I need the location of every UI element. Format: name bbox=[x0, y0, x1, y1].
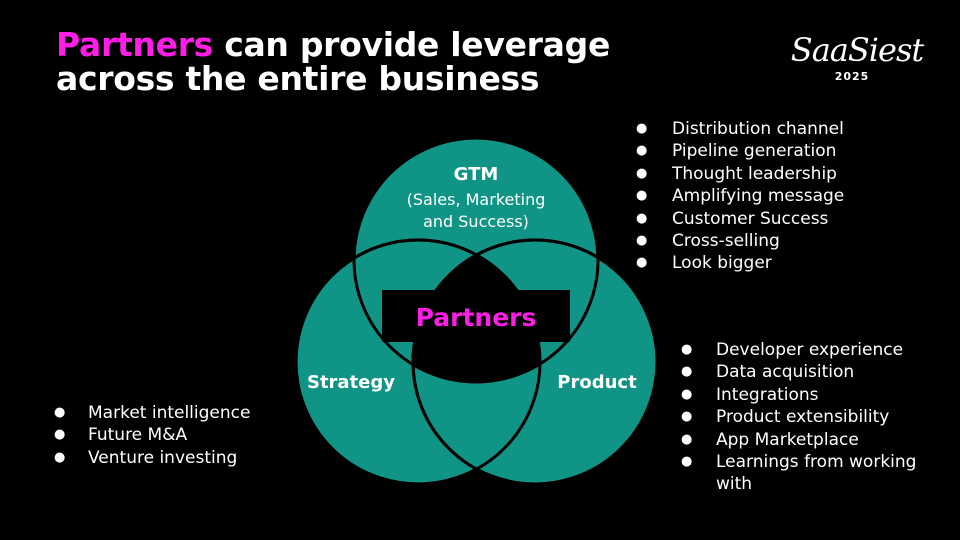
product-label: Product bbox=[557, 372, 637, 393]
gtm-sublabel-line1: (Sales, Marketing bbox=[407, 190, 546, 209]
list-item: Product extensibility bbox=[681, 406, 941, 429]
gtm-label: GTM bbox=[454, 164, 499, 185]
list-item: Future M&A bbox=[54, 424, 294, 447]
strategy-benefits-list: Market intelligence Future M&A Venture i… bbox=[54, 402, 294, 470]
partners-box bbox=[382, 290, 570, 342]
list-item: Customer Success bbox=[636, 208, 936, 231]
list-item: Cross-selling bbox=[636, 230, 936, 253]
gtm-sublabel-line2: and Success) bbox=[423, 212, 529, 231]
gtm-benefits-list: Distribution channel Pipeline generation… bbox=[636, 118, 936, 275]
list-item: Pipeline generation bbox=[636, 140, 936, 163]
list-item: Market intelligence bbox=[54, 402, 294, 425]
partners-label: Partners bbox=[416, 303, 537, 332]
list-item: Data acquisition bbox=[681, 361, 941, 384]
venn-outlines bbox=[294, 136, 659, 486]
list-item: Integrations bbox=[681, 384, 941, 407]
list-item: Thought leadership bbox=[636, 163, 936, 186]
slide-title: Partners can provide leverage across the… bbox=[56, 28, 696, 96]
list-item: Distribution channel bbox=[636, 118, 936, 141]
title-rest: can provide leverage across the entire b… bbox=[56, 25, 611, 98]
list-item: Look bigger bbox=[636, 252, 936, 275]
list-item: Venture investing bbox=[54, 447, 294, 470]
list-item: Developer experience bbox=[681, 339, 941, 362]
title-highlight: Partners bbox=[56, 25, 214, 64]
logo-year: 2025 bbox=[834, 70, 870, 83]
product-benefits-list: Developer experience Data acquisition In… bbox=[681, 339, 941, 496]
saasiest-logo: SaaSiest 2025 bbox=[782, 30, 932, 92]
list-item: Amplifying message bbox=[636, 185, 936, 208]
list-item: Learnings from working with bbox=[681, 451, 941, 496]
list-item: App Marketplace bbox=[681, 429, 941, 452]
strategy-label: Strategy bbox=[307, 372, 395, 393]
logo-wordmark: SaaSiest bbox=[790, 31, 924, 69]
